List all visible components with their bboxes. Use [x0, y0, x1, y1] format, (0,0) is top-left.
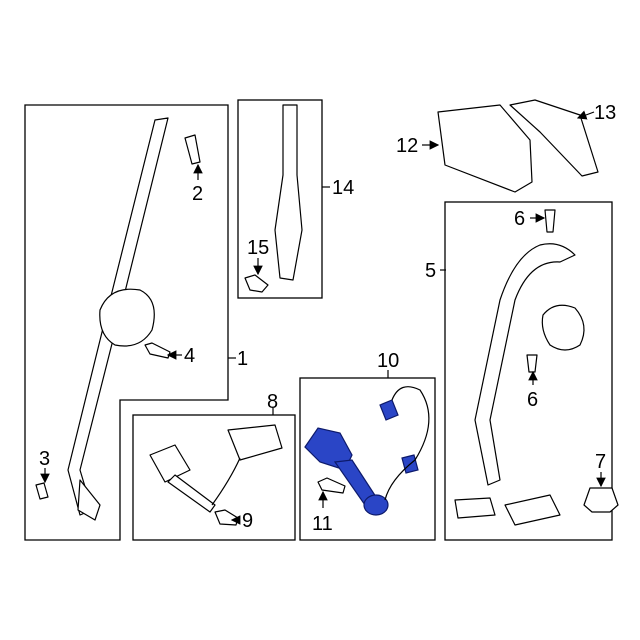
- part-bolt-3[interactable]: [35, 482, 49, 500]
- callout-15: 15: [247, 237, 269, 259]
- part-bolt-15[interactable]: [244, 274, 269, 293]
- part-nut-7[interactable]: [583, 487, 619, 513]
- part-rear-seat-belt[interactable]: [454, 243, 585, 526]
- callout-6a: 6: [514, 208, 525, 230]
- callout-1: 1: [237, 348, 248, 370]
- callout-6b: 6: [527, 389, 538, 411]
- group-box-5: [444, 201, 613, 541]
- part-cover-12[interactable]: [437, 104, 533, 193]
- group-box-8: [132, 414, 296, 541]
- part-bolt-9[interactable]: [214, 509, 239, 526]
- part-front-seat-belt[interactable]: [67, 117, 169, 521]
- callout-3: 3: [39, 448, 50, 470]
- callout-10: 10: [377, 350, 399, 372]
- callout-4: 4: [184, 345, 195, 367]
- leader-lines: [40, 110, 606, 525]
- part-bolt-2[interactable]: [184, 134, 201, 165]
- group-box-14: [237, 99, 323, 299]
- callout-5: 5: [425, 260, 436, 282]
- callout-12: 12: [396, 135, 418, 157]
- part-buckle-10[interactable]: [304, 386, 430, 516]
- part-bolt-6a[interactable]: [544, 209, 556, 233]
- part-cover-13[interactable]: [509, 99, 599, 177]
- callout-14: 14: [332, 177, 354, 199]
- callout-7: 7: [595, 451, 606, 473]
- callout-13: 13: [594, 102, 616, 124]
- part-buckle-8[interactable]: [149, 424, 283, 513]
- part-bolt-6b[interactable]: [526, 354, 538, 373]
- callout-2: 2: [192, 183, 203, 205]
- group-box-10: [299, 377, 436, 541]
- part-bolt-11[interactable]: [317, 477, 346, 494]
- part-bracket-14[interactable]: [274, 104, 303, 281]
- callout-9: 9: [242, 510, 253, 532]
- callout-8: 8: [267, 391, 278, 413]
- callout-11: 11: [312, 513, 333, 535]
- group-box-1: [24, 104, 229, 541]
- part-bolt-4[interactable]: [144, 342, 171, 359]
